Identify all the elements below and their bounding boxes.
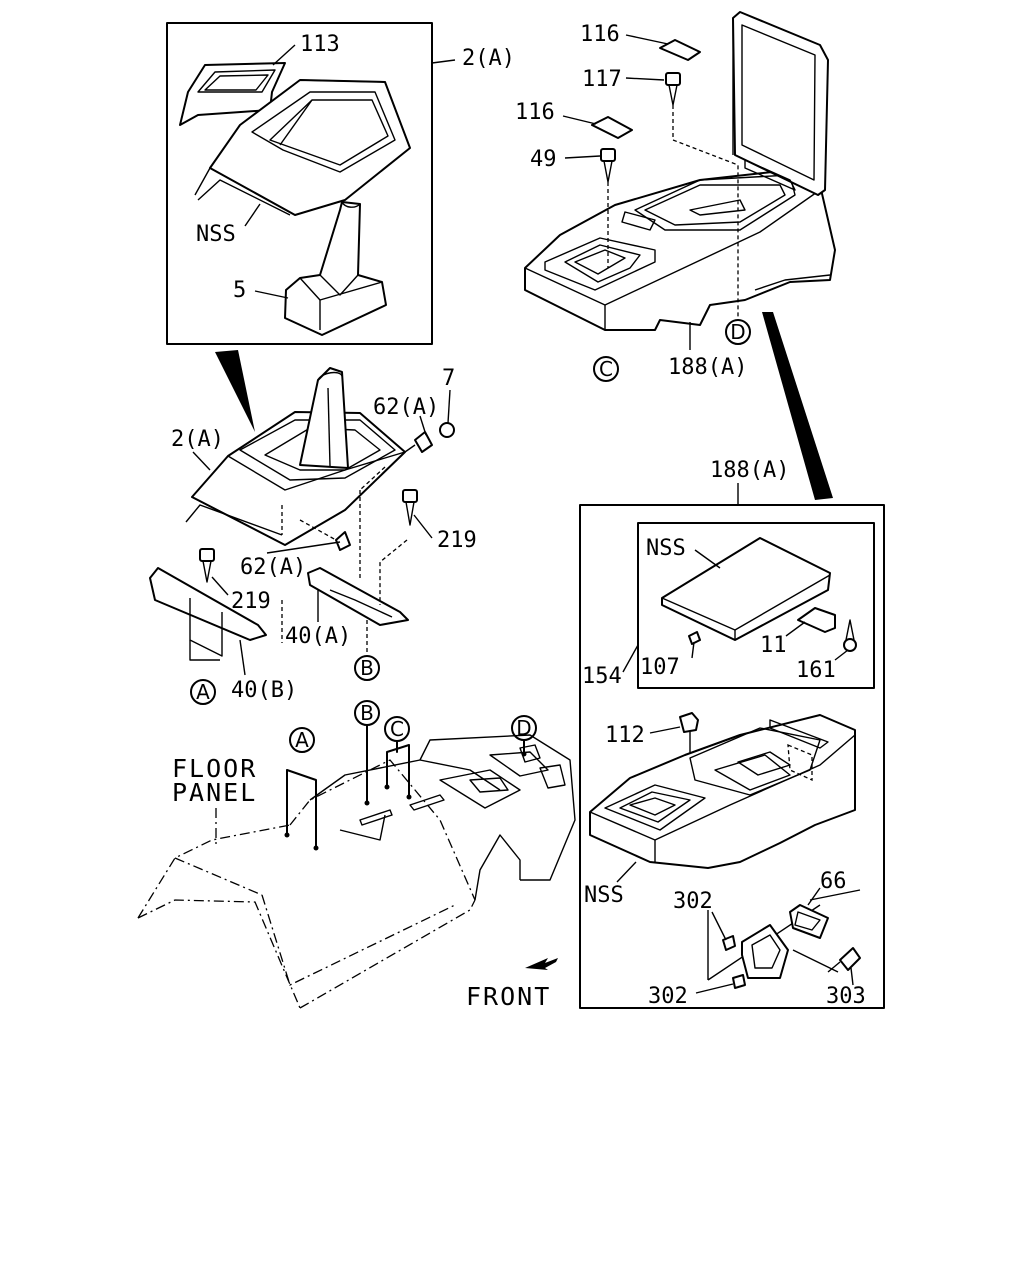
label-nss-box2: NSS [584, 883, 624, 908]
label-nss-top: NSS [196, 222, 236, 247]
ref-circle-b-floor: B [354, 700, 380, 726]
part-66-switch [789, 904, 829, 939]
screw-49 [600, 148, 616, 183]
part-nss-console-lower [589, 714, 856, 869]
label-302-top: 302 [673, 889, 713, 914]
label-floor: FLOOR [172, 754, 257, 783]
pointer-wedge-left [215, 350, 255, 432]
bracket-40b [149, 567, 267, 661]
bracket-40a [307, 567, 409, 626]
label-40a: 40(A) [285, 624, 351, 649]
ref-circle-b-left: B [354, 655, 380, 681]
ref-circle-a-floor: A [289, 727, 315, 753]
label-2a-top: 2(A) [462, 46, 515, 71]
label-112: 112 [605, 723, 645, 748]
label-107: 107 [640, 655, 680, 680]
svg-text:D: D [730, 320, 745, 344]
part-5-boot [284, 201, 387, 336]
label-113: 113 [300, 32, 340, 57]
label-40b: 40(B) [231, 678, 297, 703]
part-113-bezel [179, 62, 286, 126]
label-panel: PANEL [172, 778, 257, 807]
detail-box-console [579, 504, 885, 1009]
label-62a-top: 62(A) [373, 395, 439, 420]
label-2a-mid: 2(A) [171, 427, 224, 452]
label-117: 117 [582, 67, 622, 92]
screw-161 [843, 619, 857, 652]
label-161: 161 [796, 658, 836, 683]
label-5: 5 [233, 278, 246, 303]
front-arrow-icon [525, 958, 558, 970]
svg-text:B: B [360, 701, 374, 725]
label-219-left: 219 [231, 589, 271, 614]
guide-lines-top-right [607, 105, 739, 320]
svg-text:C: C [390, 717, 404, 741]
part-11-bracket [797, 607, 836, 633]
labels: 113 2(A) NSS 5 2(A) 62(A) 7 219 62(A) 21… [171, 22, 866, 1011]
label-front: FRONT [466, 982, 551, 1011]
ref-circle-c-floor: C [384, 716, 410, 742]
label-154: 154 [582, 664, 622, 689]
label-11: 11 [760, 633, 787, 658]
screw-303 [827, 947, 861, 973]
svg-text:B: B [360, 656, 374, 680]
svg-text:C: C [599, 357, 613, 381]
label-188a-top: 188(A) [668, 355, 747, 380]
clip-302-lower [732, 974, 746, 989]
floor-panel [137, 734, 576, 1009]
part-2a-shift-housing [185, 367, 406, 546]
ref-circle-d-top: D [725, 319, 751, 345]
part-188a-console [524, 169, 836, 331]
leader-lines [192, 34, 854, 994]
clip-116-top [659, 39, 701, 61]
svg-text:A: A [196, 680, 210, 704]
console-lid [732, 11, 829, 196]
ref-circle-d-floor: D [511, 715, 537, 741]
part-switch-body [741, 924, 789, 979]
ref-circle-a-left: A [190, 679, 216, 705]
screw-219-left [199, 548, 215, 583]
screw-117 [665, 72, 681, 106]
ref-circle-c-top: C [593, 356, 619, 382]
label-303: 303 [826, 984, 866, 1009]
label-49: 49 [530, 147, 557, 172]
label-66: 66 [820, 869, 847, 894]
part-nss-armrest-pad [661, 537, 831, 641]
detail-subbox-armrest [637, 522, 875, 689]
screw-219-right [402, 489, 418, 526]
detail-box-shifter [166, 22, 433, 345]
label-116-top: 116 [580, 22, 620, 47]
label-302-bot: 302 [648, 984, 688, 1009]
label-116-mid: 116 [515, 100, 555, 125]
svg-text:D: D [516, 716, 531, 740]
label-219-right: 219 [437, 528, 477, 553]
svg-text:A: A [295, 728, 309, 752]
label-188a-box: 188(A) [710, 458, 789, 483]
clip-107 [688, 631, 701, 659]
part-nss-shift-housing [194, 79, 411, 216]
label-62a-mid: 62(A) [240, 555, 306, 580]
label-nss-box1: NSS [646, 536, 686, 561]
pointer-wedge-right [762, 312, 833, 500]
bolt-62a-upper [404, 431, 433, 453]
bolt-62a-lower [299, 519, 351, 551]
clip-116-mid [591, 116, 633, 139]
guide-lines-center [281, 466, 408, 655]
nut-7 [439, 422, 455, 438]
label-7: 7 [442, 366, 455, 391]
floor-ref-lines [286, 725, 525, 849]
